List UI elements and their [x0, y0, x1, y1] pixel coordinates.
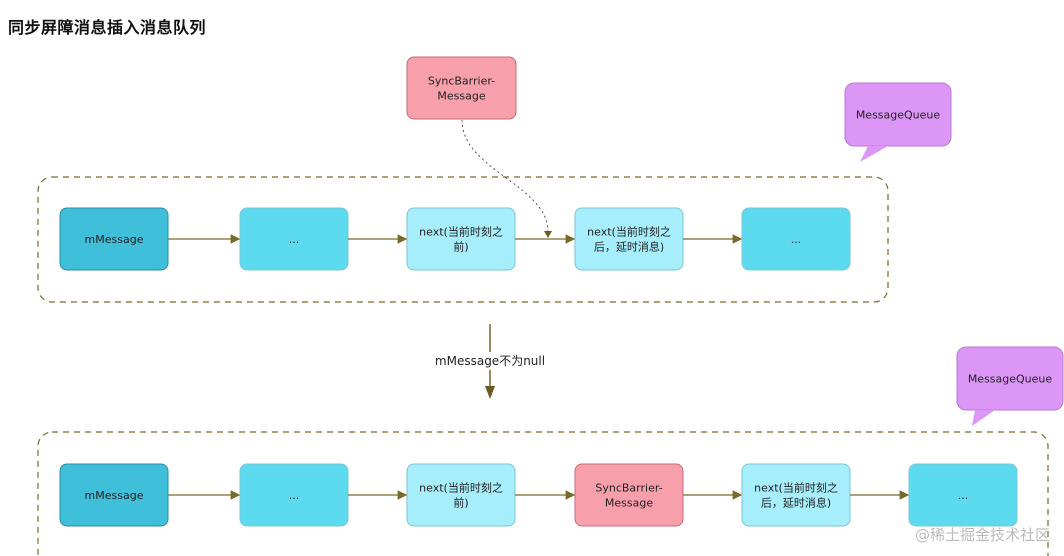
- top-node-3-label-line: next(当前时刻之: [419, 225, 503, 239]
- bottom-node-5-box: [741, 463, 851, 527]
- bottom-node-1: mMessage: [59, 463, 169, 527]
- bottom-node-3-label-line: 前): [453, 496, 468, 510]
- bottom-node-2-label: ...: [289, 489, 300, 502]
- top-node-5: ...: [741, 207, 851, 271]
- top-node-4-label-line: next(当前时刻之: [587, 225, 671, 239]
- bottom-node-6-label-line: ...: [958, 489, 969, 502]
- transition-label-bg: [436, 352, 546, 370]
- bottom-node-4-label-line: Message: [605, 497, 653, 510]
- top-syncbarrier-message-node-label-line: SyncBarrier-: [428, 75, 495, 88]
- top-syncbarrier-message-node-label: SyncBarrier- Message: [428, 75, 495, 103]
- bottom-node-3-label-line: next(当前时刻之: [419, 481, 503, 495]
- transition-label: mMessage不为null: [435, 354, 545, 368]
- bottom-node-5-label-line: 后，延时消息): [761, 496, 831, 510]
- bottom-node-5: next(当前时刻之后，延时消息): [741, 463, 851, 527]
- top-node-4-label: next(当前时刻之后，延时消息): [587, 225, 671, 254]
- top-node-2-label-line: ...: [289, 233, 300, 246]
- bottom-node-2-label-line: ...: [289, 489, 300, 502]
- bottom-node-3-label: next(当前时刻之前): [419, 481, 503, 510]
- bottom-node-4-box: [574, 463, 684, 527]
- insertion-arrowhead: [544, 231, 552, 238]
- top-messagequeue-callout-bubble: [844, 82, 952, 147]
- bottom-messagequeue-callout: MessageQueue: [956, 346, 1064, 426]
- top-syncbarrier-message-node-box: [406, 56, 517, 120]
- bottom-node-6-label: ...: [958, 489, 969, 502]
- bottom-node-5-label: next(当前时刻之后，延时消息): [754, 481, 838, 510]
- top-node-4: next(当前时刻之后，延时消息): [574, 207, 684, 271]
- top-messagequeue-callout: MessageQueue: [844, 82, 952, 162]
- bottom-messagequeue-callout-tail: [972, 410, 995, 426]
- bottom-messagequeue-callout-bubble: [956, 346, 1064, 411]
- top-node-4-box: [574, 207, 684, 271]
- bottom-node-4-label-line: SyncBarrier-: [595, 482, 662, 495]
- top-syncbarrier-message-node: SyncBarrier- Message: [406, 56, 517, 120]
- bottom-node-4: SyncBarrier- Message: [574, 463, 684, 527]
- watermark-text: @稀土掘金技术社区: [915, 526, 1050, 544]
- bottom-node-3: next(当前时刻之前): [406, 463, 516, 527]
- top-node-5-label: ...: [791, 233, 802, 246]
- top-node-1-label-line: mMessage: [85, 233, 144, 246]
- top-node-3: next(当前时刻之前): [406, 207, 516, 271]
- page-title: 同步屏障消息插入消息队列: [8, 18, 207, 37]
- top-node-3-label-line: 前): [453, 240, 468, 254]
- top-node-1-label: mMessage: [85, 233, 144, 246]
- top-node-3-label: next(当前时刻之前): [419, 225, 503, 254]
- bottom-node-2: ...: [239, 463, 349, 527]
- top-node-2: ...: [239, 207, 349, 271]
- top-node-5-label-line: ...: [791, 233, 802, 246]
- bottom-node-1-label: mMessage: [85, 489, 144, 502]
- insertion-dotted-curve: [461, 119, 549, 233]
- top-node-3-box: [406, 207, 516, 271]
- bottom-messagequeue-callout-label: MessageQueue: [968, 373, 1053, 386]
- bottom-node-6: ...: [908, 463, 1018, 527]
- bottom-node-4-label: SyncBarrier- Message: [595, 482, 662, 510]
- top-messagequeue-callout-tail: [860, 146, 888, 162]
- bottom-node-1-label-line: mMessage: [85, 489, 144, 502]
- bottom-node-5-label-line: next(当前时刻之: [754, 481, 838, 495]
- top-syncbarrier-message-node-label-line: Message: [437, 90, 485, 103]
- top-queue-container: [37, 176, 889, 303]
- bottom-node-3-box: [406, 463, 516, 527]
- top-messagequeue-callout-label: MessageQueue: [856, 109, 941, 122]
- bottom-queue-container: [37, 431, 1049, 556]
- top-node-1: mMessage: [59, 207, 169, 271]
- top-node-4-label-line: 后，延时消息): [594, 240, 664, 254]
- top-node-2-label: ...: [289, 233, 300, 246]
- transition-arrowhead: [485, 386, 495, 399]
